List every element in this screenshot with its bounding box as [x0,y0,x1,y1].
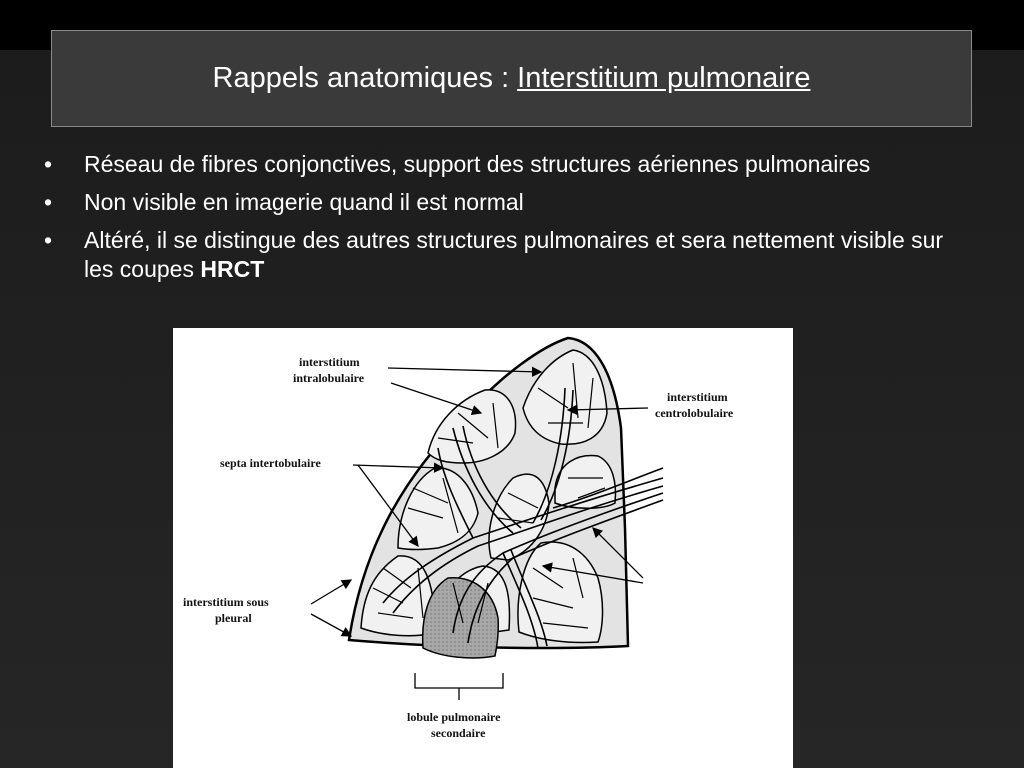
lobule-bracket [414,673,504,700]
label-lobule-1: lobule pulmonaire [407,710,501,724]
bullet-marker: • [44,151,53,177]
bullet-item: • Non visible en imagerie quand il est n… [44,188,944,217]
lung-interstitium-diagram: interstitium intralobulaire interstitium… [173,328,793,768]
diagram-svg: interstitium intralobulaire interstitium… [183,336,734,740]
bullet-text: Non visible en imagerie quand il est nor… [84,189,524,215]
bullet-list: • Réseau de fibres conjonctives, support… [44,150,944,293]
label-sous-pleural-1: interstitium sous [183,595,269,609]
bullet-text: Réseau de fibres conjonctives, support d… [84,151,871,177]
slide-title: Rappels anatomiques : Interstitium pulmo… [51,30,972,127]
label-septa: septa intertobulaire [220,456,321,470]
label-lobule-2: secondaire [431,726,486,740]
bullet-text: Altéré, il se distingue des autres struc… [84,227,944,282]
bronchovascular-tree [382,387,664,649]
bullet-marker: • [44,227,53,253]
label-intralobulaire-2: intralobulaire [293,371,365,385]
label-centrolobulaire-2: centrolobulaire [655,406,734,420]
label-intralobulaire-1: interstitium [299,355,360,369]
shaded-lobule [421,577,499,659]
label-sous-pleural-2: pleural [215,611,252,625]
bullet-item: • Réseau de fibres conjonctives, support… [44,150,944,179]
title-underlined: Interstitium pulmonaire [517,62,811,94]
bullet-marker: • [44,189,53,215]
title-prefix: Rappels anatomiques : [212,62,510,94]
label-centrolobulaire-1: interstitium [667,390,728,404]
annotation-arrows [310,366,649,637]
bullet-bold-text: HRCT [200,256,265,282]
bullet-item: • Altéré, il se distingue des autres str… [44,226,944,284]
septa-lines [372,362,606,629]
